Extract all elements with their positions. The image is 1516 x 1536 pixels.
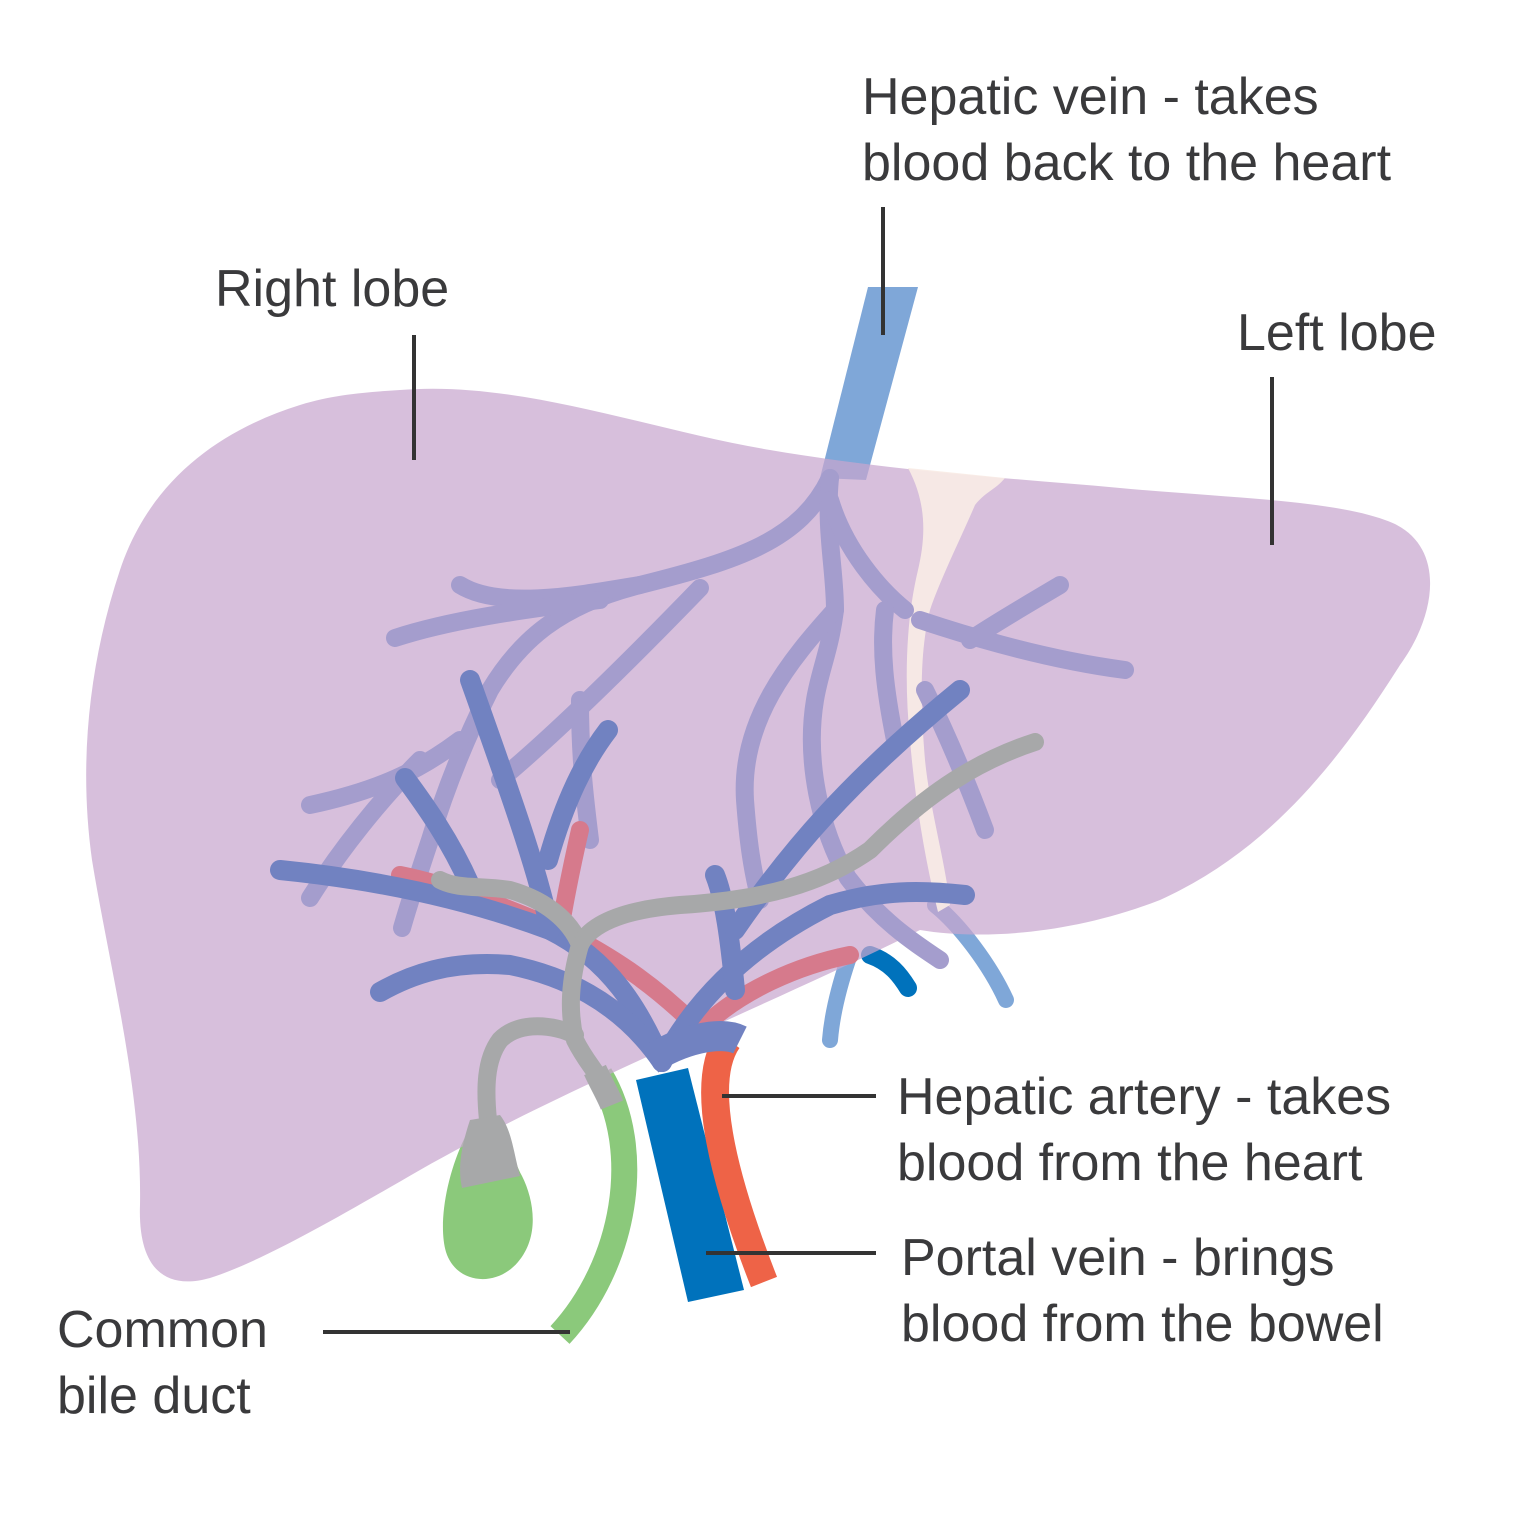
common-bile-duct xyxy=(550,1068,638,1344)
bile-duct-lower-grey xyxy=(584,1064,624,1110)
right-lobe-label-text: Right lobe xyxy=(215,260,450,318)
right-lobe-label: Right lobe xyxy=(215,256,449,322)
portal-vein-label-line1: Portal vein - brings xyxy=(901,1229,1335,1287)
portal-vein-trunk xyxy=(636,1068,744,1302)
portal-vein-small-branch xyxy=(861,946,917,997)
hepatic-vein-label: Hepatic vein - takes blood back to the h… xyxy=(862,64,1391,196)
hepatic-artery-label-line1: Hepatic artery - takes xyxy=(897,1068,1392,1126)
portal-vein-lower-section xyxy=(641,1021,747,1073)
common-bile-duct-label-line1: Common xyxy=(57,1301,268,1359)
bile-ducts xyxy=(431,733,1044,1129)
hepatic-vein-lower-branch-2 xyxy=(822,952,856,1048)
left-lobe-label-text: Left lobe xyxy=(1237,304,1437,362)
hepatic-artery-label-line2: blood from the heart xyxy=(897,1134,1363,1192)
left-lobe-label: Left lobe xyxy=(1237,300,1437,366)
hepatic-vein-trunk xyxy=(820,287,918,480)
falciform-ligament xyxy=(906,468,1005,912)
hepatic-vein-label-line1: Hepatic vein - takes xyxy=(862,68,1319,126)
portal-vein-label-line2: blood from the bowel xyxy=(901,1295,1384,1353)
hepatic-vein-branches xyxy=(301,469,1134,969)
liver xyxy=(86,388,1431,1282)
hepatic-artery-trunk xyxy=(701,1031,778,1288)
hepatic-artery-label: Hepatic artery - takes blood from the he… xyxy=(897,1064,1391,1196)
common-bile-duct-label-line2: bile duct xyxy=(57,1367,251,1425)
hepatic-vein-label-line2: blood back to the heart xyxy=(862,134,1392,192)
cystic-duct-neck xyxy=(460,1115,520,1188)
common-bile-duct-label: Common bile duct xyxy=(57,1297,268,1429)
portal-vein-label: Portal vein - brings blood from the bowe… xyxy=(901,1225,1384,1357)
